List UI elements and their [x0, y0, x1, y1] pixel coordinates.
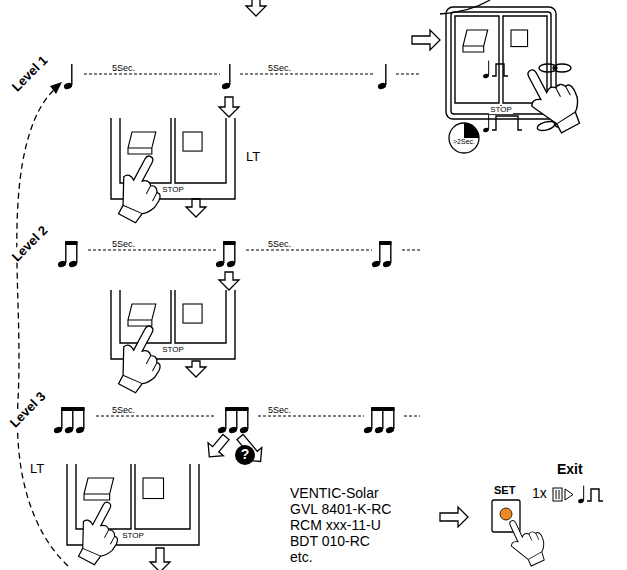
- level-label: Level 3: [7, 389, 48, 430]
- music-note: [221, 64, 231, 90]
- text-label: GVL 8401-K-RC: [290, 502, 391, 517]
- question-badge: [235, 445, 255, 465]
- time-line: [240, 74, 375, 75]
- text-label: 5Sec.: [268, 406, 291, 416]
- switch-label: STOP: [121, 532, 145, 540]
- text-label: VENTIC-Solar: [290, 486, 379, 501]
- music-note: [57, 241, 78, 268]
- pressing-hand: [517, 57, 589, 140]
- text-label: Exit: [557, 462, 583, 477]
- hollow-arrow: [219, 97, 239, 117]
- text-label: SET: [494, 484, 515, 496]
- pulse-symbol: [492, 116, 522, 130]
- music-note: [377, 64, 387, 90]
- text-label: etc.: [290, 550, 313, 565]
- text-label: 5Sec.: [268, 64, 291, 74]
- time-line: [402, 250, 420, 251]
- hollow-arrow: [219, 272, 239, 290]
- timer-sector: [464, 123, 479, 138]
- time-line: [88, 250, 216, 251]
- time-line: [84, 74, 220, 75]
- press-icon: [553, 488, 562, 501]
- text-label: 1x: [532, 486, 547, 501]
- pulse-symbol: [492, 64, 508, 76]
- text-label: LT: [30, 462, 44, 476]
- hollow-arrow: [246, 0, 266, 16]
- text-label: 5Sec.: [112, 406, 135, 416]
- time-line: [246, 250, 372, 251]
- music-note: [53, 407, 85, 434]
- text-label: LT: [246, 150, 260, 164]
- hollow-arrow: [202, 431, 234, 464]
- pressing-hand: [502, 512, 552, 570]
- time-line: [404, 416, 420, 417]
- music-note: [215, 241, 236, 268]
- hollow-arrow: [150, 548, 170, 570]
- time-line: [96, 416, 214, 417]
- pressing-hand: [107, 150, 175, 228]
- music-note: [483, 61, 490, 79]
- set-led: [500, 508, 512, 520]
- text-label: 5Sec.: [112, 64, 135, 74]
- switch-label: STOP: [161, 186, 185, 194]
- switch-label: STOP: [489, 106, 513, 114]
- loop-back-line: [17, 88, 68, 566]
- time-line: [258, 416, 364, 417]
- text-label: 5Sec.: [268, 240, 291, 250]
- music-note: [371, 241, 392, 268]
- hollow-arrow: [186, 361, 206, 377]
- music-note: [578, 486, 585, 504]
- triangle-arrow: [565, 489, 573, 500]
- hollow-arrow: [412, 30, 440, 50]
- level-label: Level 1: [9, 53, 50, 94]
- music-note: [217, 407, 249, 434]
- timer-icon: [449, 123, 479, 153]
- switch-label: STOP: [161, 346, 185, 354]
- text-label: RCM xxx-11-U: [290, 518, 381, 533]
- text-label: >2Sec.: [453, 138, 475, 146]
- level-label: Level 2: [9, 223, 50, 264]
- time-line: [396, 74, 420, 75]
- press-icon-bars: [556, 490, 559, 499]
- hollow-arrow: [186, 199, 206, 217]
- text-label: BDT 010-RC: [290, 534, 370, 549]
- text-label: 5Sec.: [112, 240, 135, 250]
- loop-back-head: [50, 82, 62, 94]
- music-note: [63, 64, 73, 90]
- hollow-arrow: [232, 431, 268, 468]
- pressing-hand: [68, 496, 132, 569]
- chain-symbol: [539, 64, 571, 72]
- pulse-symbol: [587, 489, 603, 501]
- music-note: [363, 407, 395, 434]
- hollow-arrow: [440, 507, 468, 527]
- text-label: ?: [241, 447, 250, 462]
- pressing-hand: [107, 320, 175, 398]
- music-note: [483, 115, 490, 133]
